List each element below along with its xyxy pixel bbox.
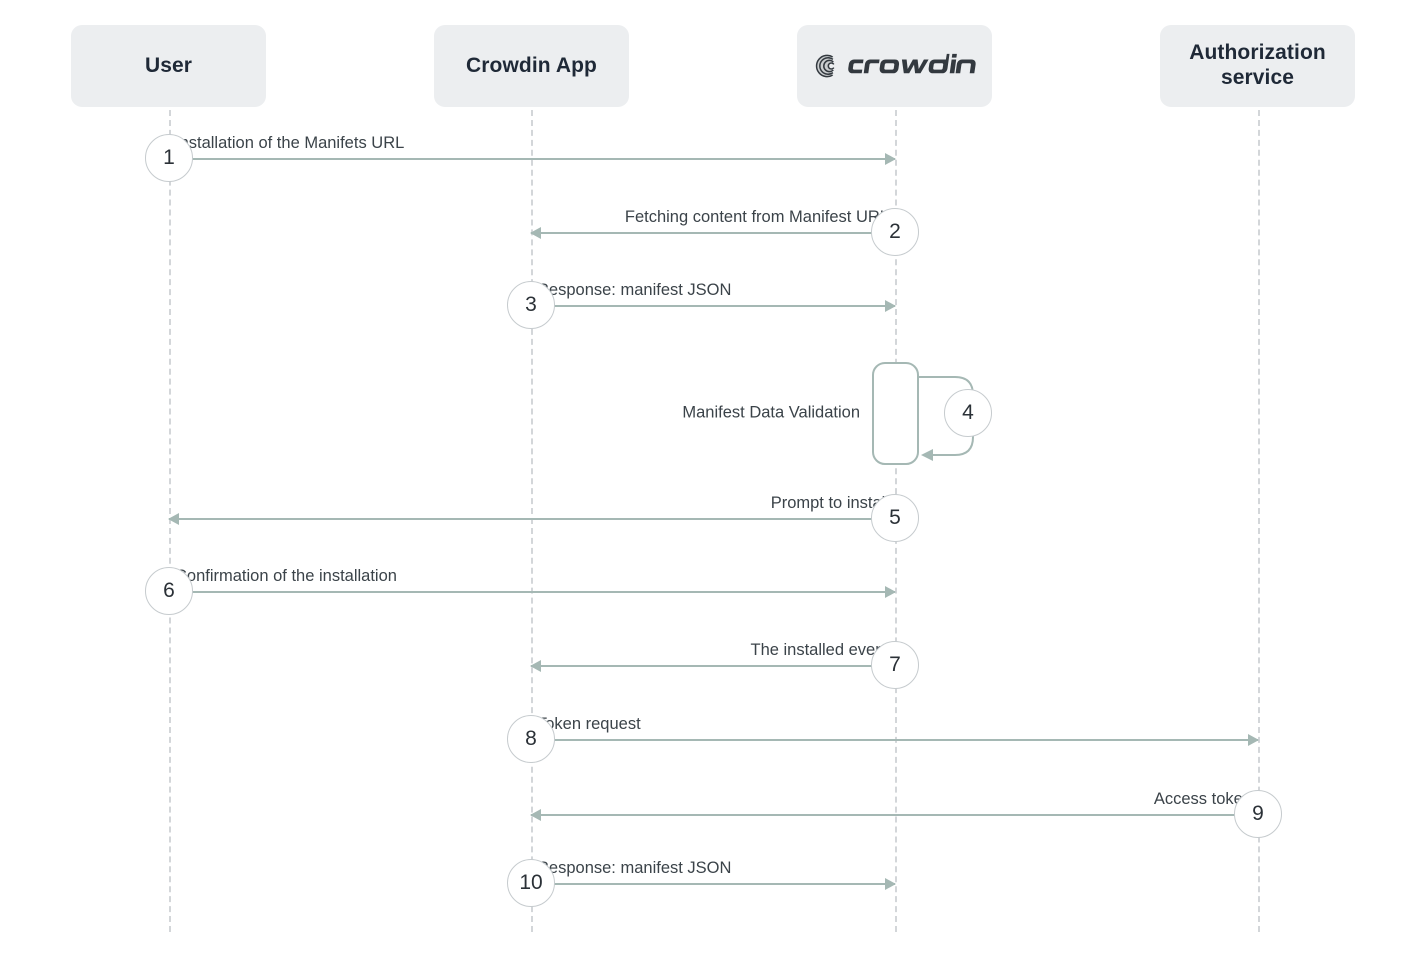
message-label-8: Token request xyxy=(537,714,641,733)
step-bubble-5[interactable]: 5 xyxy=(871,494,919,542)
step-number-1: 1 xyxy=(163,146,175,169)
activation-box-crowdin xyxy=(872,362,919,465)
message-label-5: Prompt to install xyxy=(770,493,889,512)
message-arrow-10[interactable]: Response: manifest JSON xyxy=(531,859,896,890)
step-bubble-1[interactable]: 1 xyxy=(145,134,193,182)
step-bubble-2[interactable]: 2 xyxy=(871,208,919,256)
step-number-2: 2 xyxy=(889,220,901,243)
step-number-9: 9 xyxy=(1252,802,1264,825)
arrow-left-icon xyxy=(530,809,541,821)
message-label-3: Response: manifest JSON xyxy=(537,280,732,299)
message-arrow-8[interactable]: Token request xyxy=(531,715,1259,746)
participant-crowdin[interactable] xyxy=(797,25,992,107)
message-arrow-3[interactable]: Response: manifest JSON xyxy=(531,281,896,312)
step-bubble-4[interactable]: 4 xyxy=(944,389,992,437)
arrow-left-icon xyxy=(530,660,541,672)
message-arrow-1[interactable]: Installation of the Manifets URL xyxy=(169,134,896,165)
participant-crowdin-app[interactable]: Crowdin App xyxy=(434,25,629,107)
message-arrow-9[interactable]: Access token xyxy=(530,790,1258,821)
step-bubble-3[interactable]: 3 xyxy=(507,281,555,329)
message-arrow-6[interactable]: Confirmation of the installation xyxy=(169,567,896,598)
message-label-7: The installed event xyxy=(750,640,889,659)
step-number-6: 6 xyxy=(163,579,175,602)
participant-user-label: User xyxy=(144,53,193,77)
step-bubble-10[interactable]: 10 xyxy=(507,859,555,907)
crowdin-swirl-icon xyxy=(813,51,843,81)
step-number-7: 7 xyxy=(889,653,901,676)
participant-user[interactable]: User xyxy=(71,25,266,107)
arrow-right-icon xyxy=(885,878,896,890)
arrow-right-icon xyxy=(885,153,896,165)
message-arrow-7[interactable]: The installed event xyxy=(530,641,895,672)
message-label-6: Confirmation of the installation xyxy=(175,566,397,585)
message-label-2: Fetching content from Manifest URL xyxy=(624,207,889,226)
message-label-1: Installation of the Manifets URL xyxy=(175,133,405,152)
step-bubble-9[interactable]: 9 xyxy=(1234,790,1282,838)
message-label-4: Manifest Data Validation xyxy=(682,403,860,422)
participant-crowdin-app-label: Crowdin App xyxy=(466,53,597,77)
step-number-10: 10 xyxy=(519,871,543,894)
step-bubble-6[interactable]: 6 xyxy=(145,567,193,615)
lifeline-crowdin-app xyxy=(531,110,533,932)
step-number-4: 4 xyxy=(962,401,974,424)
message-label-9: Access token xyxy=(1153,789,1252,808)
step-number-3: 3 xyxy=(525,293,537,316)
step-bubble-7[interactable]: 7 xyxy=(871,641,919,689)
arrow-right-icon xyxy=(885,300,896,312)
participant-authorization-service[interactable]: Authorization service xyxy=(1160,25,1355,107)
auth-label-line1: Authorization xyxy=(1189,41,1326,65)
arrow-left-icon xyxy=(168,513,179,525)
step-number-5: 5 xyxy=(889,506,901,529)
auth-label-line2: service xyxy=(1220,66,1295,89)
message-arrow-5[interactable]: Prompt to install xyxy=(168,494,895,525)
arrow-right-icon xyxy=(885,586,896,598)
arrow-left-icon xyxy=(530,227,541,239)
step-bubble-8[interactable]: 8 xyxy=(507,715,555,763)
participant-authorization-service-label: Authorization service xyxy=(1189,41,1326,91)
message-arrow-2[interactable]: Fetching content from Manifest URL xyxy=(530,208,895,239)
step-number-8: 8 xyxy=(525,727,537,750)
message-label-10: Response: manifest JSON xyxy=(537,858,732,877)
crowdin-logo xyxy=(813,51,976,81)
crowdin-wordmark xyxy=(848,53,976,79)
lifeline-authorization-service xyxy=(1258,110,1260,932)
arrow-right-icon xyxy=(1248,734,1259,746)
